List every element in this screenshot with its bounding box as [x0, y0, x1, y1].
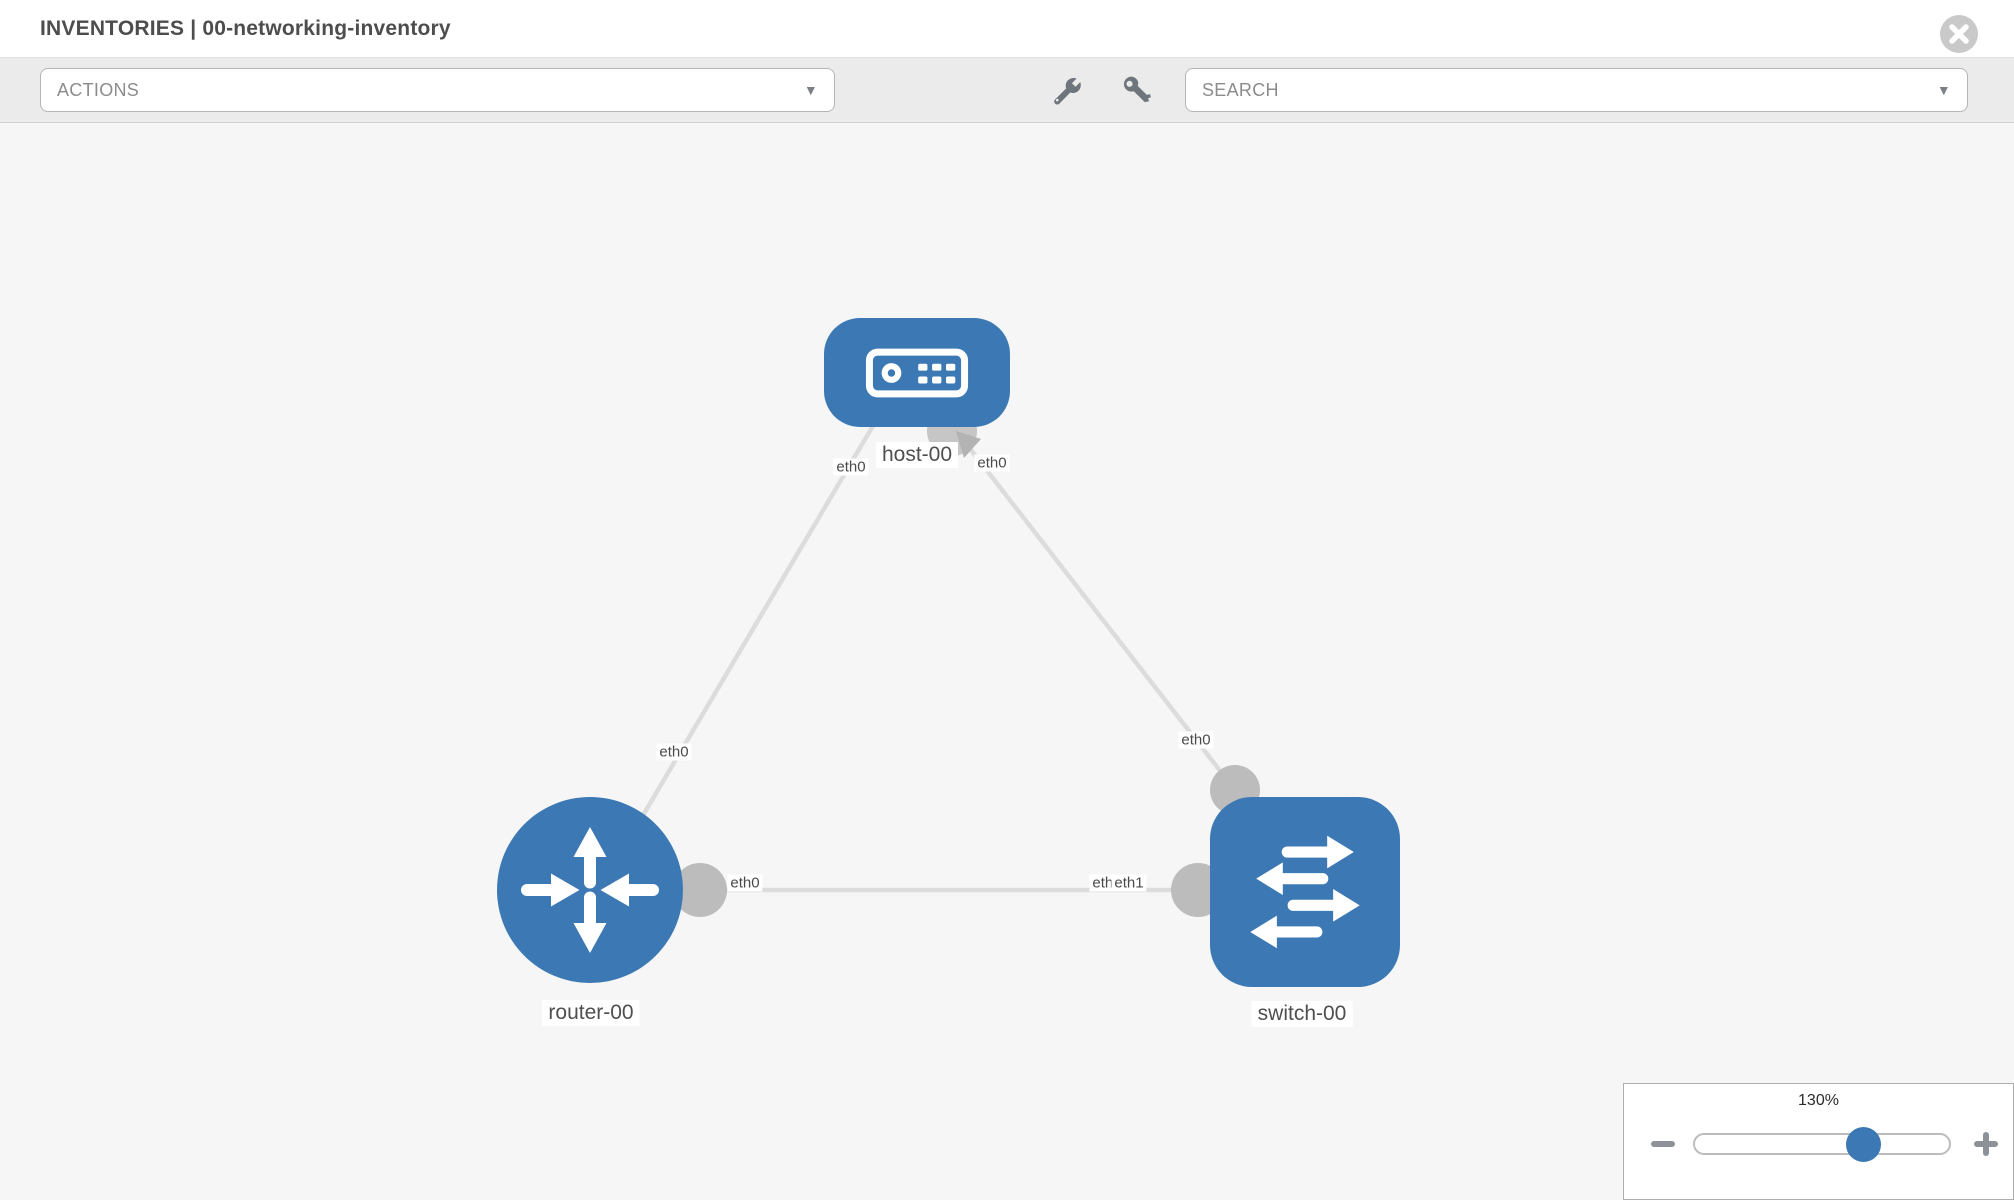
page-title: INVENTORIES | 00-networking-inventory: [40, 17, 451, 40]
zoom-slider-track[interactable]: [1693, 1133, 1951, 1155]
key-icon[interactable]: [1121, 74, 1153, 106]
zoom-out-button[interactable]: [1649, 1130, 1677, 1158]
iface-label-switch-eth0-top: eth0: [1178, 731, 1214, 749]
chevron-down-icon: ▼: [803, 82, 818, 98]
chevron-down-icon: ▼: [1936, 82, 1951, 98]
minus-icon: [1651, 1141, 1675, 1147]
toolbar: ACTIONS ▼ SEARCH ▼: [0, 57, 2014, 123]
topology-canvas[interactable]: host-00 router-00 switch-00 eth0 eth0 et…: [0, 123, 2014, 1200]
search-placeholder: SEARCH: [1202, 79, 1279, 100]
actions-dropdown-label: ACTIONS: [57, 79, 140, 100]
page-header: INVENTORIES | 00-networking-inventory: [0, 0, 2014, 57]
router-icon: [521, 827, 659, 953]
iface-label-router-eth0-right: eth0: [727, 874, 763, 892]
plus-icon: [1974, 1132, 1998, 1156]
host-icon: [865, 348, 969, 397]
topology-links-layer: [640, 406, 1260, 917]
node-label-router: router-00: [542, 1000, 640, 1026]
wrench-icon[interactable]: [1051, 74, 1083, 106]
iface-label-host-eth0-right: eth0: [974, 454, 1010, 472]
node-label-host: host-00: [875, 442, 959, 468]
iface-label-host-eth0-left: eth0: [833, 458, 869, 476]
node-host-00[interactable]: [824, 318, 1010, 427]
port-circle-router: [673, 863, 727, 917]
zoom-level-value: 130%: [1798, 1092, 1839, 1109]
node-label-switch: switch-00: [1251, 1001, 1353, 1027]
zoom-in-button[interactable]: [1972, 1130, 2000, 1158]
link-arrowhead-icon: [956, 431, 981, 458]
iface-label-switch-eth1: eth1: [1111, 874, 1147, 892]
actions-dropdown[interactable]: ACTIONS ▼: [40, 68, 835, 112]
node-switch-00[interactable]: [1210, 797, 1400, 987]
close-icon[interactable]: [1940, 15, 1978, 53]
switch-icon: [1250, 835, 1360, 949]
link-host-switch[interactable]: [948, 421, 1237, 792]
search-input[interactable]: SEARCH ▼: [1185, 68, 1968, 112]
node-router-00[interactable]: [497, 797, 683, 983]
zoom-panel: 130%: [1623, 1083, 2014, 1200]
zoom-slider-handle[interactable]: [1846, 1127, 1881, 1162]
iface-label-router-eth0-top: eth0: [656, 743, 692, 761]
